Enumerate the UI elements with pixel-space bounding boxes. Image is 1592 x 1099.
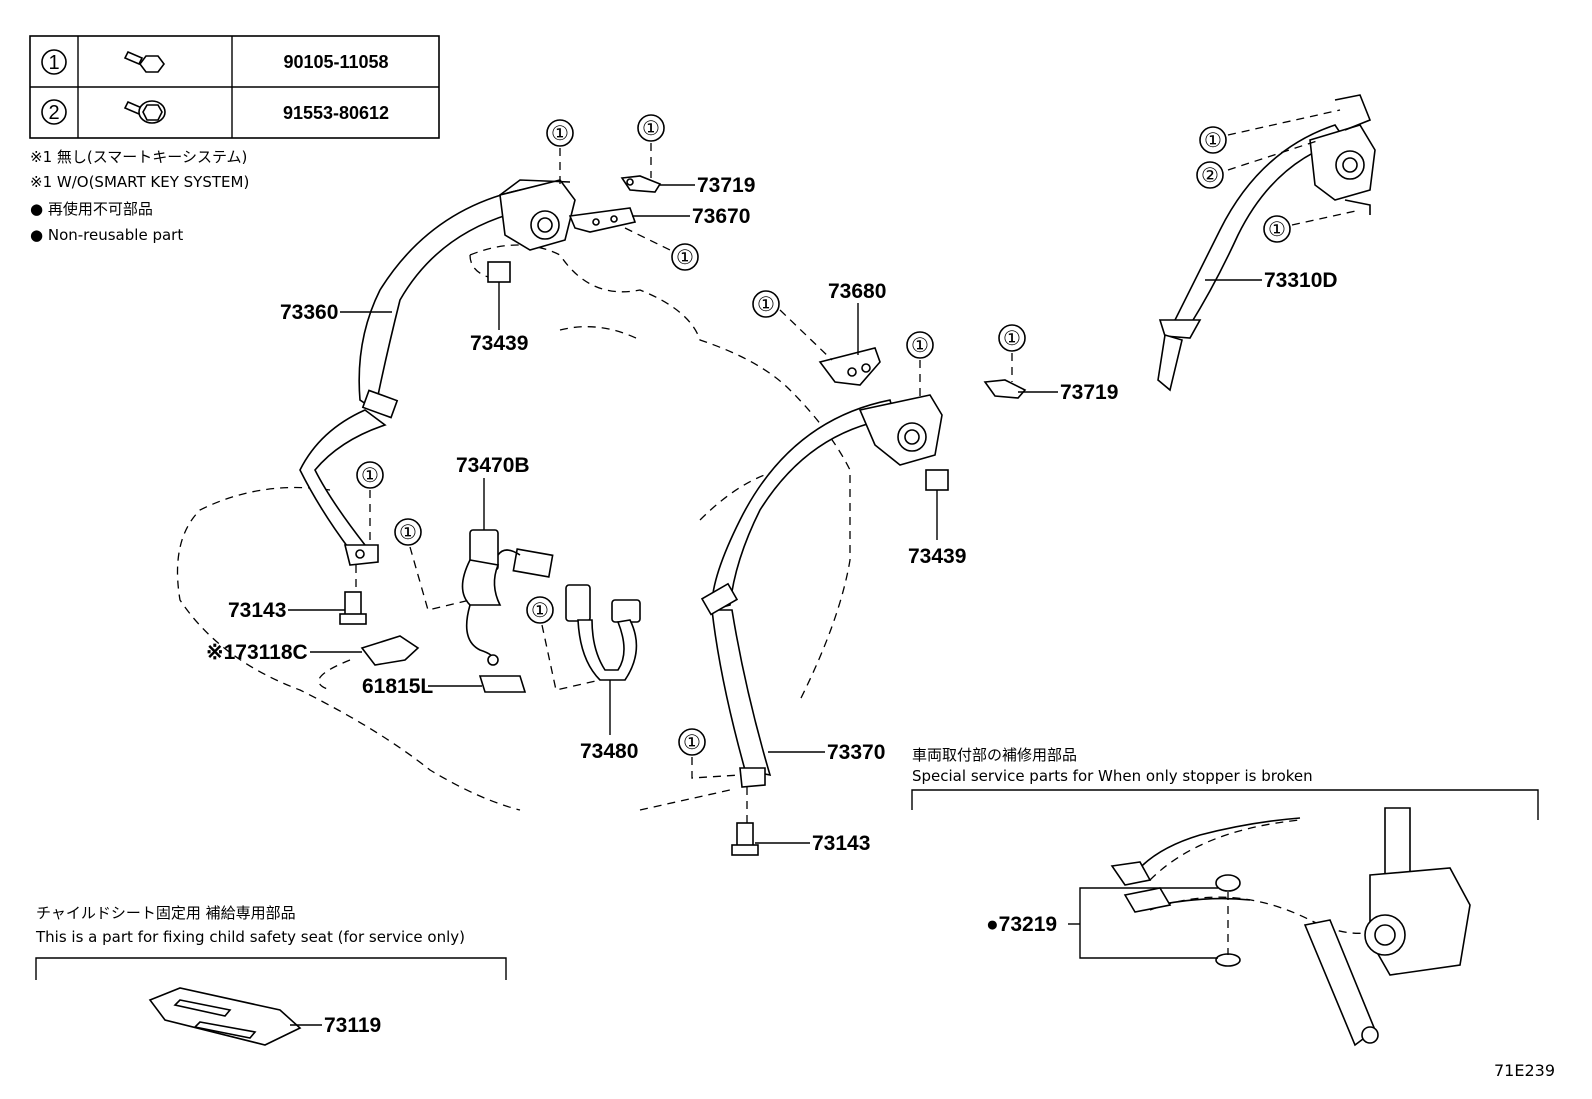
table-part-number-1: 90105-11058 [283,52,388,72]
part-label-73719: 73719 [1060,381,1118,404]
clip-73219-bottom [1215,953,1241,967]
part-label-73119: 73119 [324,1014,381,1037]
note-nonreusable-en: ● Non-reusable part [30,226,183,244]
callout-1: ① [531,600,549,622]
callout-1: ① [911,335,929,357]
callouts: ① ① ① ① ① ① ① ② ① ① ① ① [355,109,1361,823]
anchor-bolt-73143-center [731,822,759,856]
part-label-73143: 73143 [812,832,870,855]
special-service-panel: 車両取付部の補修用部品 Special service parts for Wh… [911,746,1539,1047]
callout-1: ① [1268,219,1286,241]
part-label-73680: 73680 [828,280,886,303]
seat-belt-73310d [1157,94,1376,392]
child-seat-panel: チャイルドシート固定用 補給専用部品 This is a part for fi… [35,904,507,1046]
special-title-jp: 車両取付部の補修用部品 [912,746,1077,764]
callout-1: ① [683,732,701,754]
part-labels: 73719 73670 73360 73439 73680 73719 7331… [206,174,1338,855]
callout-2: ② [1201,165,1219,187]
buckle-73480 [565,584,641,681]
callout-1: ① [551,123,569,145]
clip-73219-top [1215,874,1241,892]
part-label-61815l: 61815L [362,675,433,698]
part-label-73118c: ※173118C [206,641,308,664]
cover-73439-left [487,261,511,283]
note-wo-smart-key-en: ※1 W/O(SMART KEY SYSTEM) [30,173,249,191]
note-nonreusable-jp: ● 再使用不可部品 [30,200,153,218]
callout-1: ① [642,118,660,140]
part-label-73439: 73439 [908,545,966,568]
part-label-73480: 73480 [580,740,638,763]
bracket-73680 [818,347,881,386]
child-seat-title-en: This is a part for fixing child safety s… [35,928,465,946]
callout-1: ① [676,247,694,269]
part-label-73310d: 73310D [1264,269,1338,292]
child-seat-title-jp: チャイルドシート固定用 補給専用部品 [36,904,296,922]
callout-1: ① [1003,328,1021,350]
part-label-73670: 73670 [692,205,750,228]
special-title-en: Special service parts for When only stop… [912,767,1313,785]
part-label-73360: 73360 [280,301,338,324]
bracket-73670 [568,207,637,233]
part-label-73370: 73370 [827,741,885,764]
cover-73118c [360,635,420,666]
callout-1: ① [1204,130,1222,152]
part-label-73143: 73143 [228,599,286,622]
flange-bolt-icon [123,100,166,124]
callout-1: ① [361,465,379,487]
table-ref-2-label: 2 [48,102,59,124]
fastener-table: 1 1 2 90105-11058 91553-80612 [29,35,440,139]
figure-id: 71E239 [1494,1061,1555,1080]
anchor-bolt-73143-left [339,591,367,625]
seat-belt-73360 [299,179,576,566]
buckle-73470b [461,529,554,666]
label-61815l [478,675,527,693]
bracket-73119 [148,987,302,1046]
part-label-73219: ●73219 [986,913,1057,936]
bolt-icon [123,50,165,73]
note-wo-smart-key-jp: ※1 無し(スマートキーシステム) [30,148,247,166]
cover-73439-right [925,469,949,491]
part-label-73439: 73439 [470,332,528,355]
callout-1: ① [399,522,417,544]
part-label-73470b: 73470B [456,454,530,477]
callout-1: ① [757,294,775,316]
seat-belt-73370 [700,394,943,788]
part-label-73719: 73719 [697,174,755,197]
table-ref-1-label: 1 [48,52,59,74]
clip-73719-right [983,379,1027,399]
clip-73719-upper [620,175,662,193]
table-part-number-2: 91553-80612 [283,103,389,123]
